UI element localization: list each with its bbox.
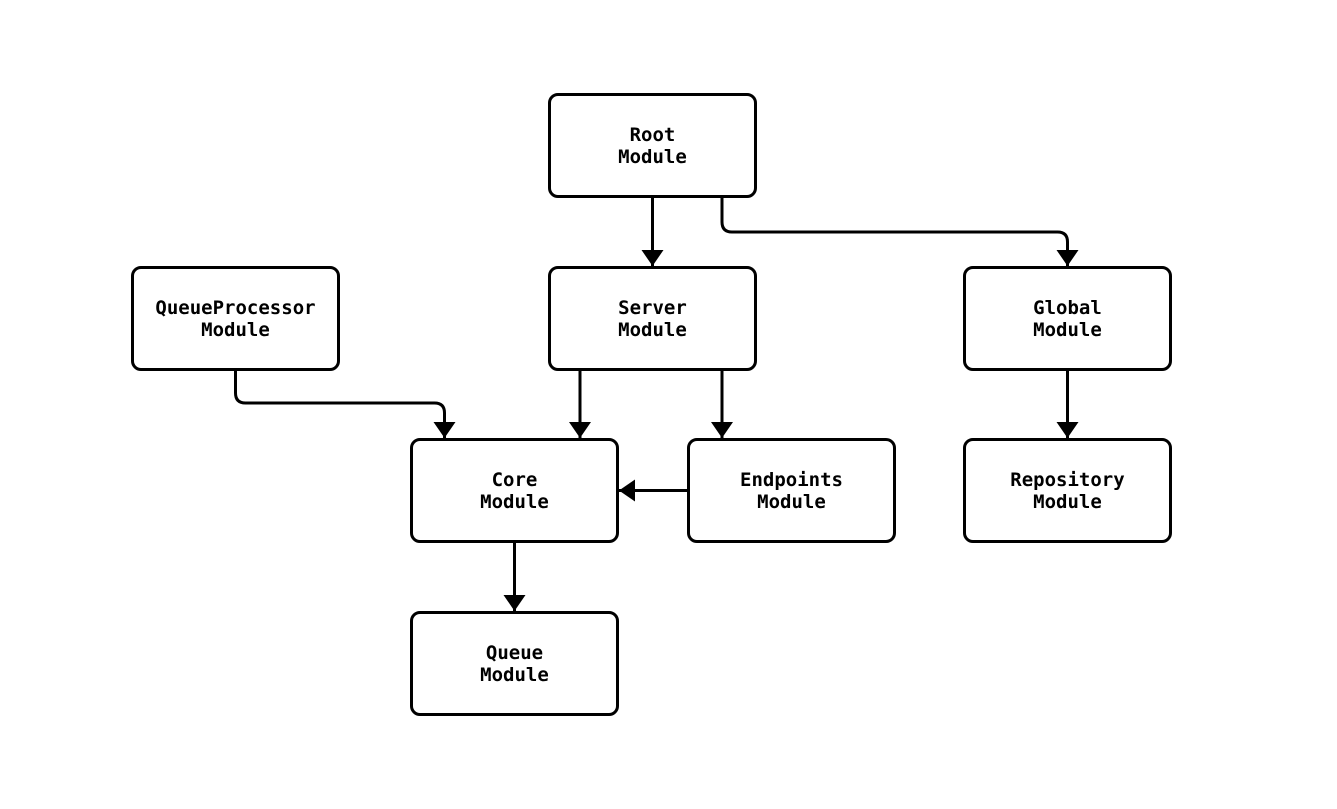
node-server-module: Server Module (548, 266, 757, 371)
node-core-module: Core Module (410, 438, 619, 543)
node-queueprocessor-module: QueueProcessor Module (131, 266, 340, 371)
node-core-module-label: Core Module (480, 468, 549, 513)
node-root-module-label: Root Module (618, 123, 687, 168)
node-server-module-label: Server Module (618, 296, 687, 341)
node-endpoints-module-label: Endpoints Module (740, 468, 843, 513)
node-queue-module-label: Queue Module (480, 641, 549, 686)
edge-root-to-global-arrow (720, 198, 1079, 266)
node-global-module-label: Global Module (1033, 296, 1102, 341)
node-queueprocessor-module-label: QueueProcessor Module (155, 296, 316, 341)
node-repository-module: Repository Module (963, 438, 1172, 543)
node-queue-module: Queue Module (410, 611, 619, 716)
node-global-module: Global Module (963, 266, 1172, 371)
node-endpoints-module: Endpoints Module (687, 438, 896, 543)
node-repository-module-label: Repository Module (1010, 468, 1125, 513)
node-root-module: Root Module (548, 93, 757, 198)
edge-queueprocessor-to-core-arrow (234, 371, 456, 438)
